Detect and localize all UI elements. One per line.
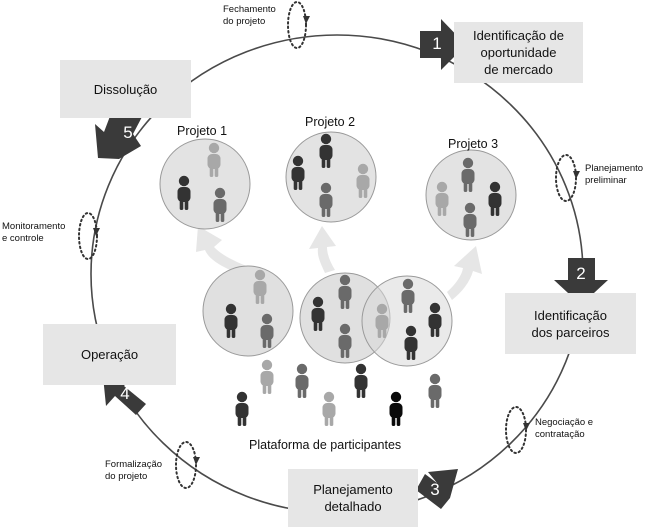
- transition-loop-monitoramento: [78, 212, 98, 260]
- stage-arrow-1: [420, 19, 466, 70]
- project-3-label: Projeto 3: [448, 137, 499, 151]
- flow-arrow-project-2: [309, 226, 336, 273]
- participant-figure-27: [322, 391, 336, 426]
- flow-arrow-project-3: [447, 246, 482, 300]
- stage-arrow-3: [416, 469, 458, 509]
- loop-arrowhead-negociacao: [523, 423, 530, 431]
- stage-box-dissolucao: Dissolução: [60, 60, 191, 118]
- loop-arrowhead-fechamento: [303, 16, 310, 24]
- stage-box-operacao: Operação: [43, 324, 176, 385]
- note-formalizacao: Formalização do projeto: [105, 459, 163, 482]
- project-2-circle: [285, 131, 377, 223]
- stage-number-5: 5: [123, 123, 132, 142]
- project-2-label: Projeto 2: [305, 115, 356, 129]
- note-fechamento: Fechamento do projeto: [223, 4, 276, 27]
- stage-arrow-5: [95, 111, 143, 159]
- participant-figure-22: [260, 359, 274, 394]
- platform-circle-right: [361, 275, 453, 367]
- participant-figure-28: [389, 391, 403, 426]
- stage-arrow-2: [554, 258, 608, 305]
- participant-figure-25: [428, 373, 442, 408]
- loop-arrowhead-monitoramento: [93, 228, 100, 236]
- note-monitoramento: Monitoramento e controle: [2, 221, 66, 244]
- stage-number-2: 2: [576, 264, 585, 283]
- transition-loop-fechamento: [287, 1, 307, 49]
- stage-number-3: 3: [430, 480, 439, 499]
- transition-loop-planejamento: [555, 154, 577, 202]
- project-1-circle: [159, 138, 251, 230]
- transition-loop-formalizacao: [175, 441, 197, 489]
- stage-arrow-4: [103, 376, 146, 415]
- stage-number-1: 1: [432, 34, 441, 53]
- note-negociacao: Negociação e contratação: [535, 417, 594, 440]
- stage-box-planejamento-detalhado: Planejamento detalhado: [288, 469, 418, 527]
- stage-box-identificacao-parceiros: Identificação dos parceiros: [505, 293, 636, 354]
- loop-arrowhead-formalizacao: [193, 457, 200, 465]
- stage-number-4: 4: [120, 384, 129, 403]
- participant-figure-26: [235, 391, 249, 426]
- platform-label: Plataforma de participantes: [249, 438, 402, 452]
- platform-circle-left: [202, 265, 294, 357]
- loop-arrowhead-planejamento: [573, 171, 580, 179]
- note-planejamento-preliminar: Planejamento preliminar: [585, 163, 644, 186]
- participant-figure-23: [295, 363, 309, 398]
- stage-box-identificacao-oportunidade: Identificação de oportunidade de mercado: [454, 22, 583, 83]
- project-3-circle: [425, 149, 517, 241]
- participant-figure-24: [354, 363, 368, 398]
- project-1-label: Projeto 1: [177, 124, 228, 138]
